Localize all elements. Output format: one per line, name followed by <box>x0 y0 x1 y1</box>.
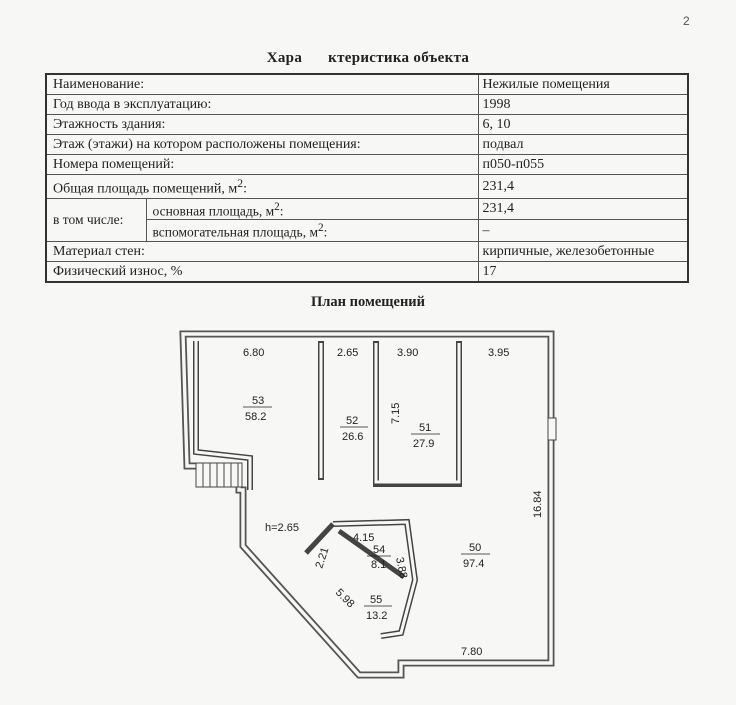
room51-width: 3.90 <box>397 347 418 359</box>
room53-area: 58.2 <box>245 411 266 423</box>
title-part-2: ктеристика объекта <box>328 50 470 66</box>
room50-area: 97.4 <box>463 558 484 570</box>
table-row: Год ввода в эксплуатацию: 1998 <box>45 94 689 115</box>
row-value: 6, 10 <box>477 114 689 135</box>
object-characteristics-table: Наименование: Нежилые помещения Год ввод… <box>45 73 690 283</box>
table-row: Номера помещений: п050-п055 <box>45 154 689 175</box>
row-label: Физический износ, % <box>45 260 479 283</box>
table-row: вспомогательная площадь, м2: – <box>46 219 689 242</box>
room50-width: 3.95 <box>488 347 509 359</box>
row-value: 231,4 <box>477 174 689 199</box>
document-title: Хара ктеристика объекта <box>0 50 736 67</box>
room52-number: 52 <box>346 415 358 427</box>
outer-wall <box>179 330 555 679</box>
row-label: Номера помещений: <box>45 154 479 175</box>
title-part-1: Хара <box>266 50 303 66</box>
row-value: Нежилые помещения <box>477 73 689 95</box>
plan-title: План помещений <box>310 294 426 310</box>
room52-area: 26.6 <box>342 431 363 443</box>
row-value: кирпичные, железобетонные <box>477 240 689 262</box>
table-row: Этаж (этажи) на котором расположены поме… <box>45 134 689 155</box>
table-row: Физический износ, % 17 <box>45 260 689 283</box>
row-label: Год ввода в эксплуатацию: <box>45 94 479 115</box>
row-label: вспомогательная площадь, м2: <box>145 219 479 242</box>
wall-niche <box>547 417 557 441</box>
row-value: п050-п055 <box>477 154 689 175</box>
room52-width: 2.65 <box>337 347 358 359</box>
interior-walls <box>193 341 462 639</box>
table-row: Наименование: Нежилые помещения <box>45 73 689 95</box>
row-value: подвал <box>477 134 689 155</box>
room51-number: 51 <box>419 422 431 434</box>
row-label: Общая площадь помещений, м2: <box>45 174 479 199</box>
table-row: Материал стен: кирпичные, железобетонные <box>45 240 689 262</box>
stair <box>195 462 243 488</box>
page-number: 2 <box>683 14 690 28</box>
room54-width: 4.15 <box>353 532 374 544</box>
room55-side-b: 5.98 <box>333 587 357 611</box>
room54-number: 54 <box>373 544 385 556</box>
table-row: Общая площадь помещений, м2: 231,4 <box>45 174 689 199</box>
room54-side: 3.88 <box>393 556 409 579</box>
room50-bottom: 7.80 <box>461 646 482 658</box>
table-row: в том числе: основная площадь, м2: 231,4 <box>45 197 689 242</box>
room50-number: 50 <box>469 542 481 554</box>
room55-side-a: 2.21 <box>313 546 331 570</box>
room55-number: 55 <box>370 594 382 606</box>
room55-area: 13.2 <box>366 610 387 622</box>
room53-width: 6.80 <box>243 347 264 359</box>
room51-depth: 7.15 <box>390 403 402 424</box>
room51-area: 27.9 <box>413 438 434 450</box>
room54-area: 8.1 <box>371 559 386 571</box>
room50-depth: 16.84 <box>532 490 544 518</box>
ceiling-height: h=2.65 <box>265 522 299 534</box>
row-label: Этаж (этажи) на котором расположены поме… <box>45 134 479 155</box>
row-value: 17 <box>477 260 689 283</box>
room53-number: 53 <box>252 395 264 407</box>
row-label: Материал стен: <box>45 240 479 262</box>
including-label: в том числе: <box>45 197 147 242</box>
